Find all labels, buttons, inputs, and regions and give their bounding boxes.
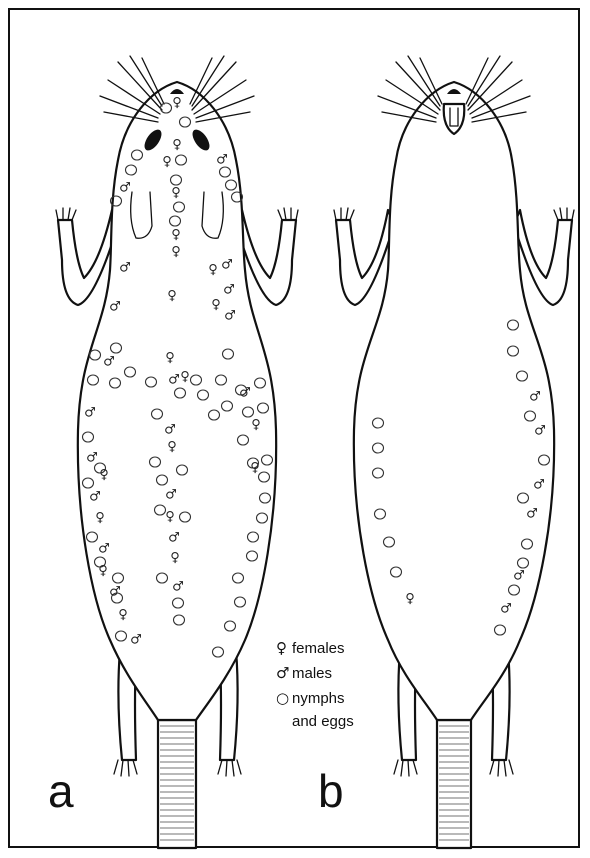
- legend-male-text: males: [292, 665, 332, 682]
- male-marker: ♂: [86, 451, 98, 466]
- female-marker: ♀: [165, 351, 175, 366]
- female-marker: ♀: [170, 551, 180, 566]
- panel-b-body: [354, 82, 554, 720]
- male-marker: ♂: [98, 542, 110, 557]
- female-marker: ♀: [171, 186, 181, 201]
- panel-a-hind-foot-left: [114, 760, 137, 776]
- female-marker: ♀: [98, 564, 108, 579]
- panel-a-label: a: [48, 765, 74, 817]
- female-marker: ♀: [172, 96, 182, 111]
- female-marker: ♀: [405, 592, 415, 607]
- male-marker: ♂: [221, 258, 233, 273]
- male-marker: ♂: [119, 261, 131, 276]
- male-marker: ♂: [216, 153, 228, 168]
- female-marker: ♀: [167, 440, 177, 455]
- male-marker: ♂: [526, 507, 538, 522]
- female-marker: ♀: [208, 263, 218, 278]
- male-marker: ♂: [130, 633, 142, 648]
- male-marker: ♂: [165, 488, 177, 503]
- panel-a-hind-foot-right: [218, 760, 241, 776]
- panel-b-fore-paw-left: [334, 208, 354, 220]
- female-marker: ♀: [211, 298, 221, 313]
- male-marker: ♂: [534, 424, 546, 439]
- female-marker: ♀: [172, 138, 182, 153]
- male-marker: ♂: [109, 300, 121, 315]
- female-marker: ♀: [95, 511, 105, 526]
- male-marker: ♂: [239, 386, 251, 401]
- male-marker: ♂: [500, 602, 512, 617]
- male-marker: ♂: [224, 309, 236, 324]
- male-marker: ♂: [164, 423, 176, 438]
- male-marker: ♂: [513, 569, 525, 584]
- panel-b-tail: [437, 720, 471, 848]
- legend-male-symbol: ♂: [276, 664, 289, 682]
- female-marker: ♀: [118, 608, 128, 623]
- female-marker: ♀: [250, 461, 260, 476]
- male-marker: ♂: [109, 585, 121, 600]
- panel-a-fore-paw-right: [278, 208, 298, 220]
- female-marker: ♀: [251, 418, 261, 433]
- legend-nymph-text: nymphs: [292, 690, 345, 707]
- legend-nymph-text-line2: and eggs: [292, 713, 354, 730]
- panel-a-rat: ♀♀♀♂♂♀♀♀♂♀♂♂♀♂♀♂♂♀♂♀♂♂♂♀♂♀♀♀♂♂♀♀♂♂♀♀♂♂♀♂…: [48, 56, 298, 848]
- legend: ♀ females ♂ males ○ nymphs and eggs: [276, 639, 354, 730]
- legend-nymph-symbol: ○: [276, 689, 289, 707]
- female-marker: ♀: [99, 468, 109, 483]
- female-marker: ♀: [162, 155, 172, 170]
- legend-female-symbol: ♀: [276, 639, 287, 657]
- female-marker: ♀: [171, 245, 181, 260]
- panel-b-label: b: [318, 765, 344, 817]
- male-marker: ♂: [168, 531, 180, 546]
- male-marker: ♂: [223, 283, 235, 298]
- male-marker: ♂: [103, 355, 115, 370]
- male-marker: ♂: [533, 478, 545, 493]
- panel-b-hind-foot-left: [394, 760, 417, 776]
- panel-b-fore-paw-right: [554, 208, 574, 220]
- female-marker: ♀: [167, 289, 177, 304]
- male-marker: ♂: [529, 390, 541, 405]
- panel-b-hind-foot-right: [490, 760, 513, 776]
- female-marker: ♀: [165, 510, 175, 525]
- female-marker: ♀: [171, 228, 181, 243]
- panel-a-fore-paw-left: [56, 208, 76, 220]
- male-marker: ♂: [84, 406, 96, 421]
- legend-female-text: females: [292, 640, 345, 657]
- male-marker: ♂: [168, 373, 180, 388]
- male-marker: ♂: [119, 181, 131, 196]
- panel-a-tail: [158, 720, 196, 848]
- female-marker: ♀: [180, 370, 190, 385]
- male-marker: ♂: [89, 490, 101, 505]
- male-marker: ♂: [172, 580, 184, 595]
- panel-b-rat: ♀ ♂ ♂ ♂ ♂ ♂ ♂ b: [318, 56, 574, 848]
